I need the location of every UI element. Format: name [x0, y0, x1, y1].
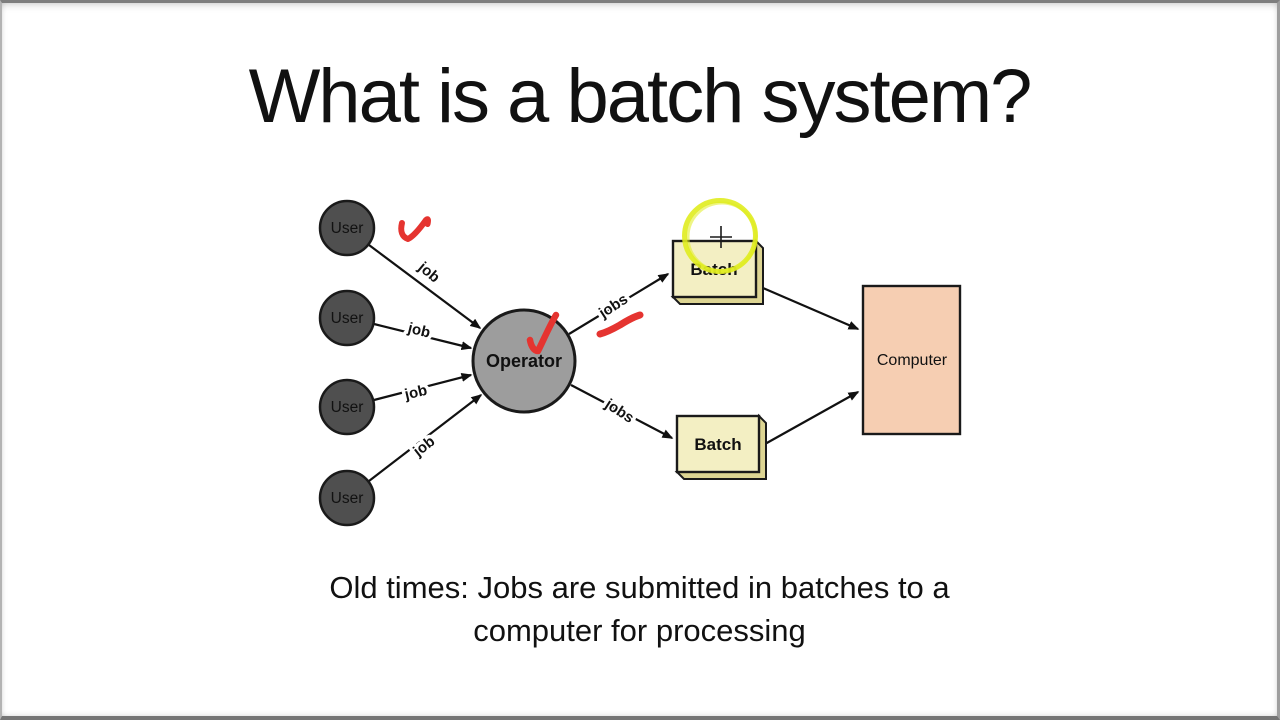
caption-line-1: Old times: Jobs are submitted in batches…	[329, 570, 950, 605]
user-label: User	[331, 399, 364, 416]
user-circle	[318, 199, 376, 257]
batch-to-computer-arrow-bottom	[764, 391, 860, 445]
jobs-arrow-label-top: jobs	[595, 291, 631, 323]
highlight-ring-icon	[682, 198, 758, 274]
job-arrow-1	[368, 244, 482, 329]
caption-line-2: computer for processing	[473, 613, 806, 648]
job-arrow-label-4: job	[409, 433, 438, 461]
batch-node-top: Batch	[670, 238, 764, 305]
red-check-icon	[398, 216, 431, 242]
user-node-3: User	[318, 378, 376, 436]
operator-label: Operator	[486, 351, 562, 371]
jobs-arrow-label-bottom: jobs	[601, 395, 637, 427]
operator-node: Operator	[471, 308, 577, 414]
user-circle	[318, 289, 376, 347]
slide-caption: Old times: Jobs are submitted in batches…	[2, 566, 1277, 652]
batch-node-bottom: Batch	[674, 413, 767, 480]
user-node-1: User	[318, 199, 376, 257]
batch-system-diagram: job job job job jobs jobs User User User…	[318, 198, 962, 527]
slide-title: What is a batch system?	[248, 54, 1033, 139]
computer-box	[861, 284, 962, 436]
user-label: User	[331, 490, 364, 507]
job-arrow-3	[373, 373, 473, 402]
computer-label: Computer	[877, 352, 948, 369]
user-node-2: User	[318, 289, 376, 347]
crosshair-cursor-icon	[710, 226, 732, 248]
red-underline-icon	[596, 311, 644, 338]
red-check-icon	[526, 311, 560, 355]
user-circle	[318, 378, 376, 436]
batch-label: Batch	[694, 435, 741, 454]
batch-box	[675, 414, 761, 474]
job-arrow-label-3: job	[402, 382, 429, 404]
batch-to-computer-arrow-top	[762, 286, 860, 331]
jobs-arrow-top	[568, 273, 670, 335]
job-arrow-4	[368, 394, 483, 482]
user-label: User	[331, 310, 364, 327]
jobs-arrow-bottom	[570, 384, 674, 439]
user-label: User	[331, 220, 364, 237]
operator-circle	[471, 308, 577, 414]
job-arrow-label-2: job	[405, 319, 432, 341]
user-circle	[318, 469, 376, 527]
computer-node: Computer	[861, 284, 962, 436]
highlight-circle	[686, 201, 758, 273]
user-node-4: User	[318, 469, 376, 527]
job-arrow-2	[373, 322, 473, 351]
